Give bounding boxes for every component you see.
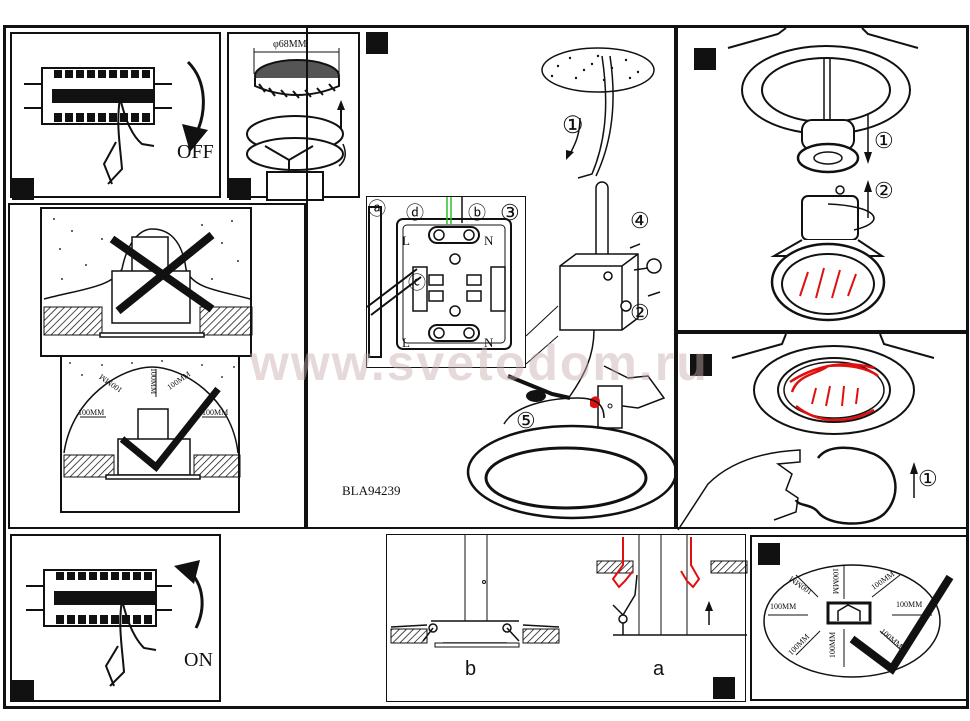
- ceiling-wire-icon: [541, 47, 655, 179]
- caption-b: b: [465, 658, 477, 680]
- clearance-oval-icon: [763, 564, 954, 678]
- step-marker: [12, 680, 34, 702]
- power-off-label: OFF: [177, 141, 214, 163]
- step-marker: [12, 178, 34, 200]
- step-marker: [758, 543, 780, 565]
- step-marker: [713, 677, 735, 699]
- terminal-n-top: N: [484, 233, 494, 248]
- step-3-wiring: ③: [500, 200, 520, 225]
- hole-diameter-label: φ68MM: [273, 39, 307, 50]
- step-1-ceiling: ①: [562, 113, 584, 139]
- step-marker: [229, 178, 251, 200]
- terminal-block-icon: [366, 197, 512, 358]
- clearance-fixture-icon: [63, 360, 241, 480]
- clearance-top-right: 100MM: [896, 600, 923, 609]
- bad-install-diagram: [40, 207, 253, 357]
- clearance-top-lower: 100MM: [828, 631, 838, 659]
- glass-cover-icon: [677, 333, 935, 531]
- panel-bulb-replace: ① ②: [676, 26, 968, 332]
- step-1-insert-glass: ①: [918, 466, 938, 491]
- power-on-label: ON: [184, 649, 213, 671]
- callout-b: ⓑ: [468, 203, 486, 223]
- terminal-l-bottom: L: [402, 335, 410, 350]
- step-2-screw: ②: [630, 300, 650, 325]
- circuit-breaker-icon: [26, 569, 172, 687]
- terminal-block-detail: [366, 196, 526, 368]
- model-number: BLA94239: [342, 483, 401, 498]
- terminal-n-bottom: N: [484, 335, 494, 350]
- circuit-breaker-icon: [24, 67, 172, 185]
- panel-top-clearance: 100MM 100MM 100MM 100MM 100MM 100MM 100M…: [750, 535, 968, 701]
- panel-spring-clips: b a: [386, 534, 748, 702]
- callout-c: ⓒ: [408, 273, 426, 293]
- panel-hole-cut: φ68MM: [227, 32, 360, 201]
- insulation-covered-fixture-icon: [43, 218, 253, 338]
- clearance-label-left: 100MM: [78, 408, 105, 417]
- panel-side-clearance: 100MM 100MM 100MM 100MM 100MM: [8, 203, 306, 529]
- fixture-driver-icon: [466, 181, 678, 520]
- terminal-l-top: L: [402, 233, 410, 248]
- clearance-label-right: 100MM: [202, 408, 229, 417]
- step-marker: [690, 354, 712, 376]
- clearance-label-top: 100MM: [149, 367, 159, 395]
- panel-power-on: ON: [10, 534, 221, 702]
- step-marker: [366, 32, 388, 54]
- panel-glass-insert: ①: [676, 332, 968, 531]
- callout-a: ⓐ: [368, 199, 386, 219]
- good-install-diagram: 100MM 100MM 100MM 100MM 100MM: [60, 357, 241, 513]
- step-4-screw: ④: [630, 208, 650, 233]
- step-5-fixture: ⑤: [516, 408, 536, 433]
- caption-a: a: [653, 658, 665, 680]
- panel-power-off: OFF: [10, 32, 221, 200]
- step-2-insert-bulb: ②: [874, 178, 894, 203]
- callout-d: ⓓ: [406, 203, 424, 223]
- panel-wiring: ① ⓐ ⓓ ⓑ ⓒ ③ L N L: [306, 26, 678, 529]
- clearance-top-upper: 100MM: [831, 567, 841, 595]
- rotate-up-arrow-icon: [174, 560, 204, 629]
- ceiling-cutout-icon: [246, 48, 346, 201]
- gu10-bulb-icon: [727, 27, 919, 322]
- spring-clip-icon: [390, 535, 748, 648]
- clearance-top-left: 100MM: [770, 602, 797, 611]
- step-marker: [694, 48, 716, 70]
- rotate-down-arrow-icon: [182, 60, 208, 152]
- step-1-remove-bulb: ①: [874, 128, 894, 153]
